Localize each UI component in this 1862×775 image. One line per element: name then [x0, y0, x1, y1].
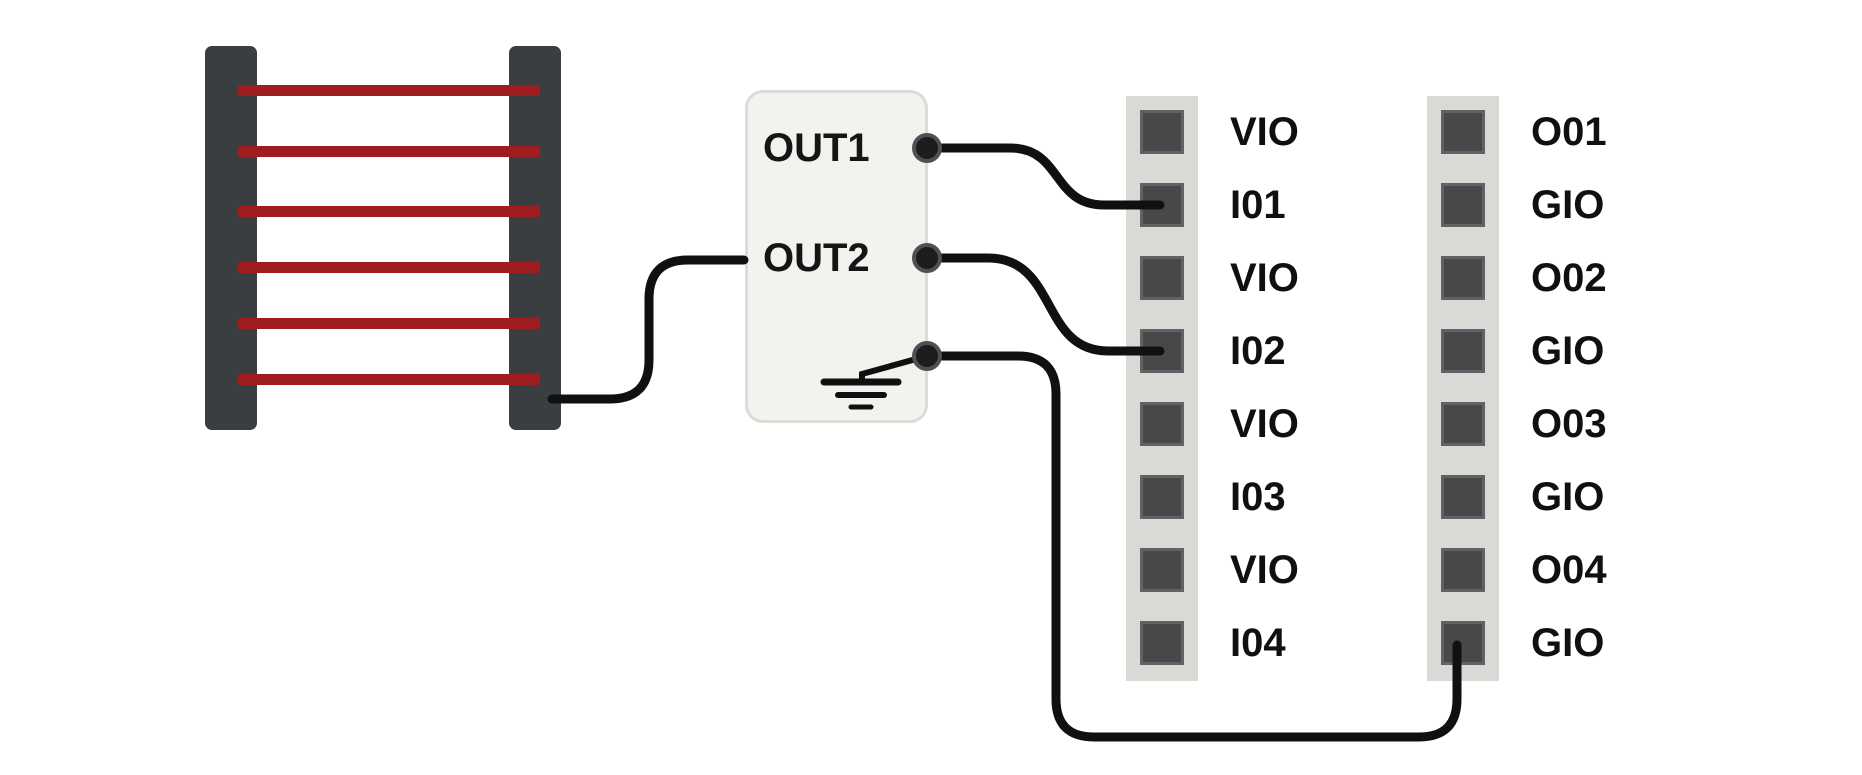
- pin-square-vio[interactable]: [1140, 110, 1184, 154]
- pin-label: VIO: [1230, 256, 1299, 300]
- terminal-dot-out2[interactable]: [912, 243, 942, 273]
- pin-label: VIO: [1230, 548, 1299, 592]
- pin-label: O02: [1531, 256, 1607, 300]
- pin-square-gio[interactable]: [1441, 183, 1485, 227]
- device-out1-label: OUT1: [763, 126, 870, 170]
- pin-label: GIO: [1531, 475, 1605, 519]
- pin-square-gio[interactable]: [1441, 475, 1485, 519]
- pin-square-o03[interactable]: [1441, 402, 1485, 446]
- light-beam: [238, 262, 540, 273]
- pin-square-o04[interactable]: [1441, 548, 1485, 592]
- pin-row: O04: [1427, 548, 1607, 592]
- pin-label: I01: [1230, 183, 1286, 227]
- pin-label: VIO: [1230, 110, 1299, 154]
- pin-square-o02[interactable]: [1441, 256, 1485, 300]
- light-beam: [238, 85, 540, 96]
- pin-label: I03: [1230, 475, 1286, 519]
- device-out2-label: OUT2: [763, 236, 870, 280]
- pin-square-gio[interactable]: [1441, 329, 1485, 373]
- pin-row: GIO: [1427, 329, 1607, 373]
- pin-label: I02: [1230, 329, 1286, 373]
- light-curtain-right-bar: [509, 46, 561, 430]
- light-beam: [238, 318, 540, 329]
- pin-row: O01: [1427, 110, 1607, 154]
- pin-label: VIO: [1230, 402, 1299, 446]
- pin-row: O03: [1427, 402, 1607, 446]
- light-beam: [238, 206, 540, 217]
- pin-row: I04: [1126, 621, 1299, 665]
- earth-ground-icon: [820, 353, 930, 410]
- pin-square-gio[interactable]: [1441, 621, 1485, 665]
- light-beam: [238, 146, 540, 157]
- pin-square-o01[interactable]: [1441, 110, 1485, 154]
- output-strip-rows: O01 GIO O02 GIO O03 GIO O04 GIO: [1427, 96, 1607, 665]
- pin-row: VIO: [1126, 110, 1299, 154]
- pin-label: I04: [1230, 621, 1286, 665]
- wire-out2-to-i02[interactable]: [922, 253, 1165, 356]
- pin-square-i03[interactable]: [1140, 475, 1184, 519]
- terminal-dot-gnd[interactable]: [912, 341, 942, 371]
- pin-square-vio[interactable]: [1140, 256, 1184, 300]
- pin-square-vio[interactable]: [1140, 402, 1184, 446]
- light-curtain-left-bar: [205, 46, 257, 430]
- pin-label: O03: [1531, 402, 1607, 446]
- pin-label: O01: [1531, 110, 1607, 154]
- pin-row: GIO: [1427, 183, 1607, 227]
- pin-label: GIO: [1531, 329, 1605, 373]
- wire-curtain-to-device[interactable]: [547, 255, 749, 404]
- pin-row: I03: [1126, 475, 1299, 519]
- light-beam: [238, 374, 540, 385]
- pin-row: GIO: [1427, 475, 1607, 519]
- pin-label: GIO: [1531, 183, 1605, 227]
- pin-row: VIO: [1126, 402, 1299, 446]
- pin-row: GIO: [1427, 621, 1607, 665]
- pin-row: VIO: [1126, 548, 1299, 592]
- wire-gnd-to-gio[interactable]: [922, 351, 1462, 742]
- pin-row: VIO: [1126, 256, 1299, 300]
- pin-square-i04[interactable]: [1140, 621, 1184, 665]
- device-box[interactable]: [745, 90, 928, 423]
- terminal-dot-out1[interactable]: [912, 133, 942, 163]
- pin-label: O04: [1531, 548, 1607, 592]
- pin-row: O02: [1427, 256, 1607, 300]
- wire-out1-to-i01[interactable]: [922, 143, 1165, 210]
- pin-square-vio[interactable]: [1140, 548, 1184, 592]
- pin-row: I01: [1126, 183, 1299, 227]
- pin-label: GIO: [1531, 621, 1605, 665]
- input-strip-rows: VIO I01 VIO I02 VIO I03 VIO I04: [1126, 96, 1299, 665]
